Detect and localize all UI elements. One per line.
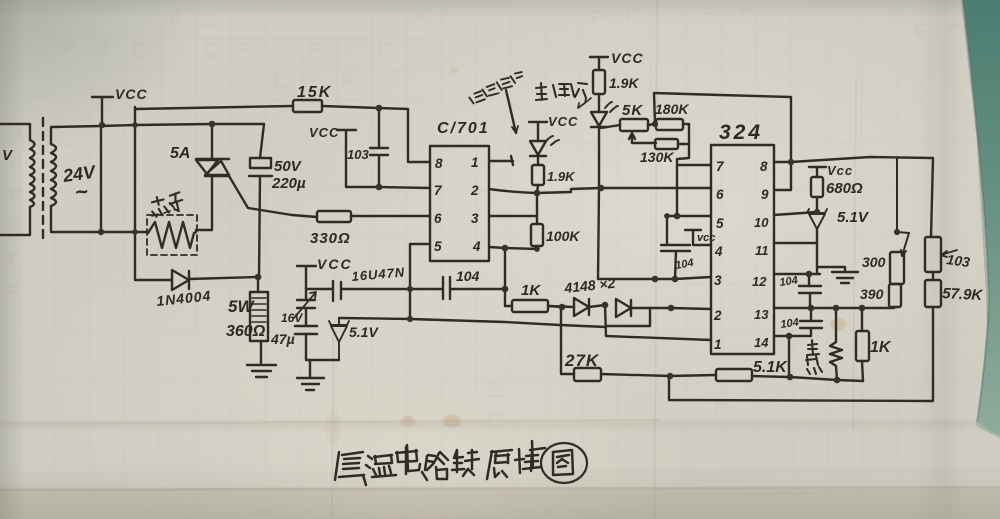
svg-text:1: 1 — [714, 337, 722, 352]
svg-text:V: V — [2, 147, 14, 164]
svg-text:6: 6 — [716, 187, 724, 202]
svg-text:8: 8 — [435, 156, 443, 171]
svg-text:5: 5 — [716, 216, 724, 231]
svg-text:57.9K: 57.9K — [942, 285, 984, 304]
svg-text:7: 7 — [716, 159, 725, 174]
svg-text:104: 104 — [674, 257, 694, 272]
svg-text:6: 6 — [434, 211, 442, 226]
svg-text:1K: 1K — [870, 339, 892, 356]
svg-text:VCC: VCC — [309, 125, 339, 140]
svg-text:3: 3 — [714, 273, 722, 288]
svg-text:180K: 180K — [655, 101, 689, 117]
svg-text:2: 2 — [713, 308, 722, 323]
svg-text:1K: 1K — [521, 282, 541, 299]
svg-text:4148 ×2: 4148 ×2 — [563, 275, 617, 296]
svg-text:15K: 15K — [297, 84, 332, 101]
svg-text:12: 12 — [752, 274, 767, 289]
svg-text:330Ω: 330Ω — [310, 230, 351, 247]
svg-text:5.1K: 5.1K — [753, 359, 788, 376]
svg-text:680Ω: 680Ω — [826, 180, 863, 197]
svg-text:C/701: C/701 — [437, 120, 490, 137]
svg-text:103: 103 — [347, 147, 369, 162]
svg-text:8: 8 — [760, 159, 768, 174]
svg-text:5: 5 — [434, 239, 442, 254]
svg-text:220µ: 220µ — [271, 175, 306, 192]
svg-text:5W: 5W — [228, 297, 255, 316]
svg-text:VCC: VCC — [611, 50, 644, 66]
svg-text:Vcc: Vcc — [827, 163, 853, 178]
svg-text:1.9K: 1.9K — [547, 169, 576, 184]
svg-text:5.1V: 5.1V — [837, 209, 870, 226]
svg-text:5K: 5K — [622, 102, 643, 119]
svg-text:3: 3 — [471, 211, 479, 226]
svg-text:1.9K: 1.9K — [609, 75, 639, 91]
svg-text:104: 104 — [780, 317, 800, 331]
svg-text:11: 11 — [755, 243, 769, 258]
svg-text:27K: 27K — [564, 351, 600, 370]
svg-text:2: 2 — [470, 183, 479, 198]
svg-text:1: 1 — [471, 155, 479, 170]
svg-text:VCC: VCC — [317, 256, 353, 272]
svg-text:104: 104 — [779, 275, 799, 289]
svg-text:390: 390 — [860, 286, 884, 302]
svg-text:360Ω: 360Ω — [226, 323, 266, 340]
svg-text:VCC: VCC — [115, 86, 148, 102]
svg-text:5A: 5A — [170, 145, 190, 162]
svg-text:50V: 50V — [274, 158, 303, 175]
svg-text:10: 10 — [754, 215, 769, 230]
svg-text:103: 103 — [946, 251, 972, 270]
svg-text:100K: 100K — [546, 228, 580, 244]
svg-text:324: 324 — [719, 121, 763, 144]
svg-text:16U47N: 16U47N — [351, 264, 406, 284]
svg-text:7: 7 — [434, 183, 443, 198]
svg-text:~: ~ — [73, 178, 89, 205]
svg-text:104: 104 — [456, 268, 480, 284]
svg-text:16V: 16V — [281, 311, 303, 325]
svg-text:14: 14 — [754, 335, 769, 350]
svg-text:4: 4 — [472, 239, 481, 254]
svg-text:1N4004: 1N4004 — [156, 287, 212, 309]
svg-text:130K: 130K — [640, 149, 674, 165]
svg-text:vcc: vcc — [697, 232, 715, 244]
svg-text:4: 4 — [714, 244, 723, 259]
svg-text:9: 9 — [761, 187, 769, 202]
svg-text:13: 13 — [754, 307, 769, 322]
svg-text:VCC: VCC — [548, 114, 578, 129]
svg-text:47µ: 47µ — [270, 331, 295, 347]
svg-text:300: 300 — [862, 254, 886, 270]
svg-text:5.1V: 5.1V — [349, 324, 379, 340]
svg-text:24V: 24V — [61, 161, 98, 186]
